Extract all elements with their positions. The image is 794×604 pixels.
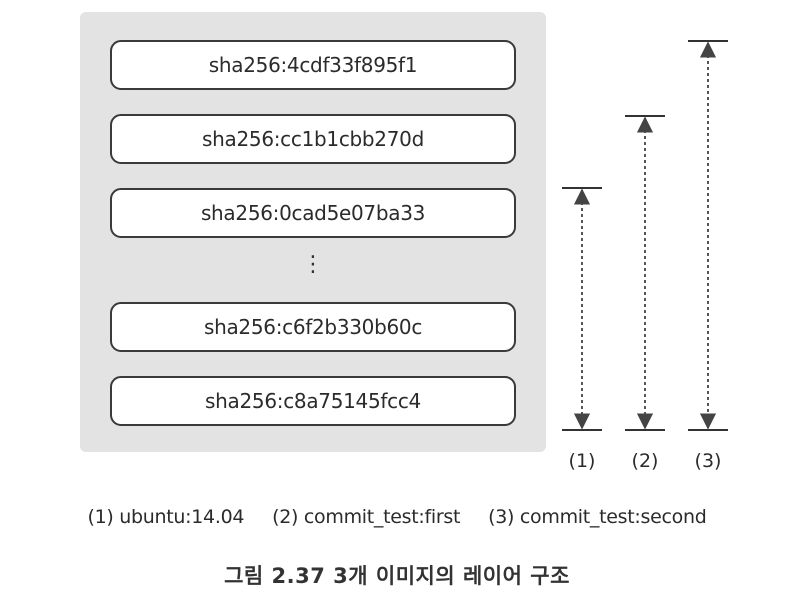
layer-hash: sha256:c8a75145fcc4 — [205, 389, 421, 413]
layer-hash: sha256:cc1b1cbb270d — [202, 127, 424, 151]
layer-box-5: sha256:c8a75145fcc4 — [110, 376, 516, 426]
range-arrow-1 — [562, 187, 602, 431]
layer-box-4: sha256:c6f2b330b60c — [110, 302, 516, 352]
layer-hash: sha256:4cdf33f895f1 — [208, 53, 418, 77]
range-arrow-2 — [625, 115, 665, 431]
figure-caption: 그림 2.37 3개 이미지의 레이어 구조 — [224, 564, 570, 588]
legend-item-3: (3) commit_test:second — [488, 506, 707, 528]
layer-box-1: sha256:4cdf33f895f1 — [110, 40, 516, 90]
range-label-1: (1) — [568, 450, 596, 472]
layer-hash: sha256:0cad5e07ba33 — [200, 201, 426, 225]
range-arrow-3 — [688, 40, 728, 431]
ellipsis-vertical: ⋮ — [302, 252, 324, 277]
range-label-2: (2) — [631, 450, 659, 472]
layer-hash: sha256:c6f2b330b60c — [203, 315, 423, 339]
range-label-3: (3) — [694, 450, 722, 472]
legend: (1) ubuntu:14.04 (2) commit_test:first (… — [40, 506, 754, 528]
layer-box-3: sha256:0cad5e07ba33 — [110, 188, 516, 238]
legend-item-2: (2) commit_test:first — [272, 506, 461, 528]
layer-box-2: sha256:cc1b1cbb270d — [110, 114, 516, 164]
legend-item-1: (1) ubuntu:14.04 — [87, 506, 245, 528]
